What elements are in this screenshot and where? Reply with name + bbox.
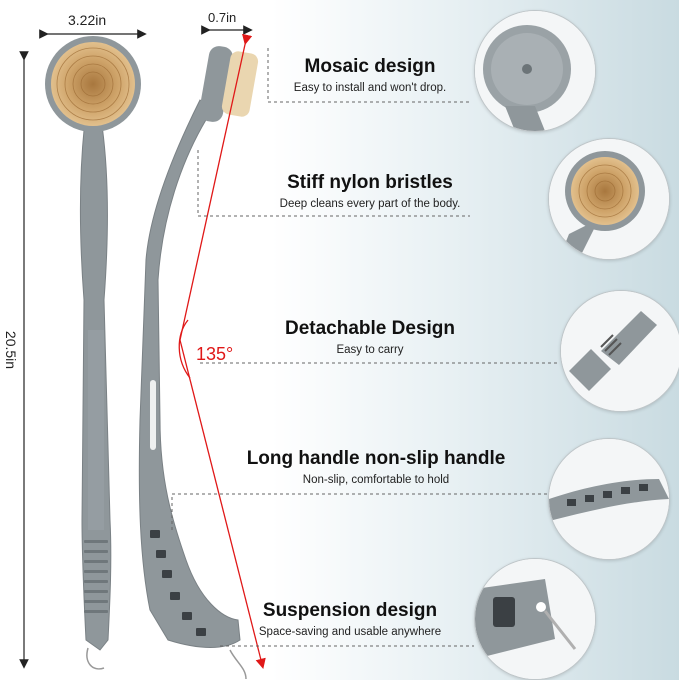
angle-arc: [178, 319, 191, 379]
side-brush-nonslip-holes: [150, 530, 206, 636]
feature-title: Mosaic design: [304, 56, 436, 77]
feature-subtitle: Deep cleans every part of the body.: [279, 198, 461, 210]
front-brush-grip: [84, 540, 108, 613]
feature-subtitle: Space-saving and usable anywhere: [258, 626, 442, 638]
side-brush-bristles: [221, 51, 259, 117]
length-label: 20.5in: [3, 330, 20, 370]
detail-detachable-image: [560, 290, 679, 412]
leader-bristles: [197, 150, 470, 217]
detail-mosaic-image: [474, 10, 596, 132]
feature-title: Long handle non-slip handle: [246, 448, 506, 469]
feature-detachable: Detachable Design Easy to carry: [280, 318, 460, 356]
leader-handle: [171, 493, 548, 530]
feature-title: Detachable Design: [285, 318, 455, 339]
thickness-label: 0.7in: [208, 10, 237, 25]
feature-subtitle: Non-slip, comfortable to hold: [302, 474, 450, 486]
front-brush-bristles: [51, 42, 135, 126]
side-brush-handle: [138, 99, 241, 648]
angle-arrow-upper: [179, 33, 253, 341]
feature-title: Stiff nylon bristles: [287, 172, 453, 193]
feature-bristles: Stiff nylon bristles Deep cleans every p…: [280, 172, 461, 210]
detail-bristles-image: [548, 138, 670, 260]
feature-suspension: Suspension design Space-saving and usabl…: [250, 600, 450, 638]
feature-subtitle: Easy to carry: [336, 344, 404, 356]
angle-label: 135°: [196, 344, 234, 364]
angle-arrow-lower: [179, 339, 266, 670]
detail-handle-image: [548, 438, 670, 560]
feature-subtitle: Easy to install and won't drop.: [293, 82, 447, 94]
feature-title: Suspension design: [262, 600, 438, 621]
width-label: 3.22in: [68, 12, 107, 28]
feature-handle: Long handle non-slip handle Non-slip, co…: [234, 448, 518, 486]
detail-suspension-image: [474, 558, 596, 680]
feature-mosaic: Mosaic design Easy to install and won't …: [290, 56, 450, 94]
leader-mosaic: [267, 48, 470, 103]
